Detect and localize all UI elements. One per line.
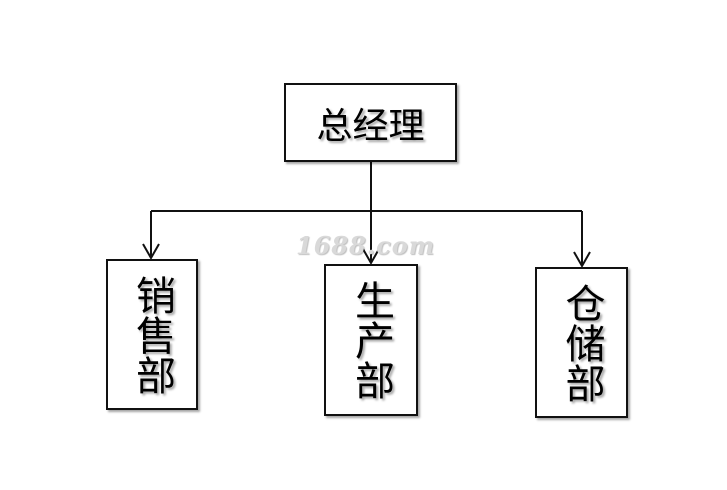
node-sales-department: 销售部 [106,259,198,410]
arrowhead-warehouse [573,251,591,269]
node-label: 生产部 [348,280,394,400]
arrowhead-sales [142,243,160,261]
node-warehouse-department: 仓储部 [535,267,628,418]
node-label: 销售部 [129,274,175,395]
node-general-manager: 总经理 [284,83,457,162]
watermark-text: 1688.com [296,231,436,260]
node-label: 仓储部 [558,282,605,403]
node-production-department: 生产部 [324,264,418,416]
arrowhead-production [362,248,380,266]
node-label: 总经理 [316,105,425,147]
